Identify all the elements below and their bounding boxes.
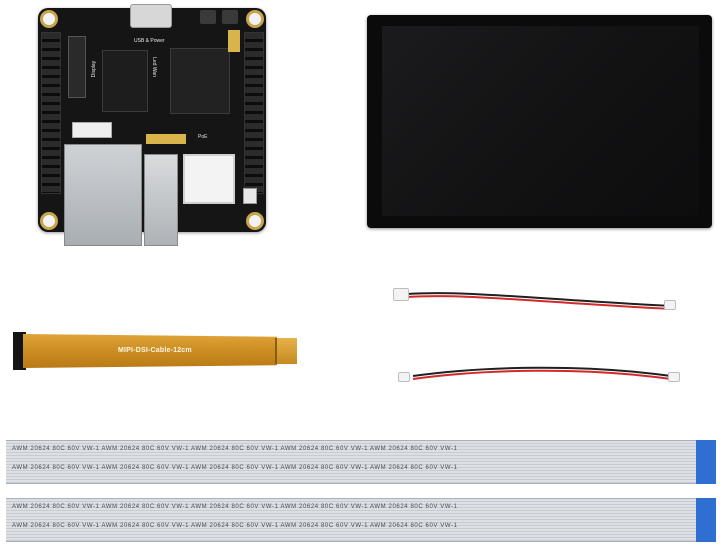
led-wan-silk-label: Led Wan — [150, 57, 157, 77]
button — [200, 10, 216, 24]
poe-label: PoE — [198, 134, 208, 140]
yellow-component — [228, 30, 240, 52]
mounting-hole — [246, 212, 264, 230]
usb-c-port — [130, 4, 172, 28]
right-pin-header — [244, 32, 264, 194]
antenna-connector — [243, 188, 257, 204]
ribbon-tip — [696, 498, 716, 542]
soc-chip — [102, 50, 148, 112]
ribbon-print: AWM 20624 80C 60V VW-1 AWM 20624 80C 60V… — [12, 504, 458, 510]
mounting-hole — [40, 10, 58, 28]
display-silk-label: Display — [91, 60, 98, 78]
mounting-hole — [246, 10, 264, 28]
jst-connector — [72, 122, 112, 138]
ribbon-print: AWM 20624 80C 60V VW-1 AWM 20624 80C 60V… — [12, 446, 458, 452]
gold-pad-strip — [146, 134, 186, 144]
wifi-module — [183, 154, 235, 204]
wire-connector — [664, 300, 676, 310]
wire-connector — [398, 372, 410, 382]
lcd-display-panel — [367, 15, 712, 228]
button — [222, 10, 238, 24]
fpc-connector — [68, 36, 86, 98]
mounting-hole — [40, 212, 58, 230]
wire-connector — [668, 372, 680, 382]
fpc-ribbon: AWM 20624 80C 60V VW-1 AWM 20624 80C 60V… — [6, 498, 696, 542]
usb-power-label: USB & Power — [134, 38, 165, 44]
ribbon-print: AWM 20624 80C 60V VW-1 AWM 20624 80C 60V… — [12, 465, 458, 471]
cable-end-gold — [275, 338, 297, 364]
wire-cables — [406, 292, 674, 380]
cable-body — [23, 334, 277, 368]
usb-a-port — [144, 154, 178, 246]
fpc-ribbon: AWM 20624 80C 60V VW-1 AWM 20624 80C 60V… — [6, 440, 696, 484]
cable-end-black — [13, 332, 26, 370]
memory-chip — [170, 48, 230, 114]
cable-label: MIPI-DSI-Cable-12cm — [118, 347, 192, 354]
display-active-area — [382, 26, 699, 216]
ribbon-tip — [696, 440, 716, 484]
wire-connector — [393, 288, 409, 301]
left-pin-header — [41, 32, 61, 194]
mipi-dsi-cable: MIPI-DSI-Cable-12cm — [13, 332, 297, 370]
carrier-board: USB & Power Display Led Wan PoE — [38, 4, 266, 246]
ethernet-port — [64, 144, 142, 246]
ribbon-print: AWM 20624 80C 60V VW-1 AWM 20624 80C 60V… — [12, 523, 458, 529]
